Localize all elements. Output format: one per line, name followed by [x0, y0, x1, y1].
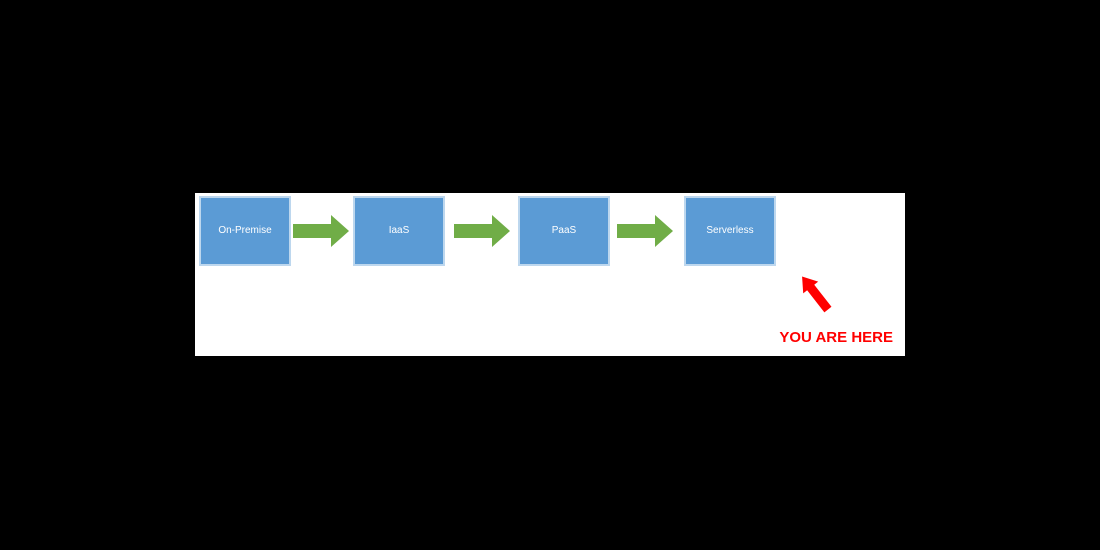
stage-box-iaas: IaaS	[353, 196, 445, 266]
stage-label-serverless: Serverless	[706, 225, 754, 236]
diagram-panel: On-Premise IaaS PaaS Serverless YOU ARE …	[195, 193, 905, 356]
flow-arrow-icon	[617, 215, 673, 247]
stage-label-on-premise: On-Premise	[218, 225, 272, 236]
stage-box-serverless: Serverless	[684, 196, 776, 266]
stage-label-iaas: IaaS	[388, 225, 410, 236]
you-are-here-arrow-icon	[802, 276, 832, 313]
stage-label-paas: PaaS	[551, 225, 577, 236]
flow-arrow-icon	[293, 215, 349, 247]
stage-box-on-premise: On-Premise	[199, 196, 291, 266]
you-are-here-label: YOU ARE HERE	[779, 329, 893, 346]
flow-arrow-icon	[454, 215, 510, 247]
stage-box-paas: PaaS	[518, 196, 610, 266]
